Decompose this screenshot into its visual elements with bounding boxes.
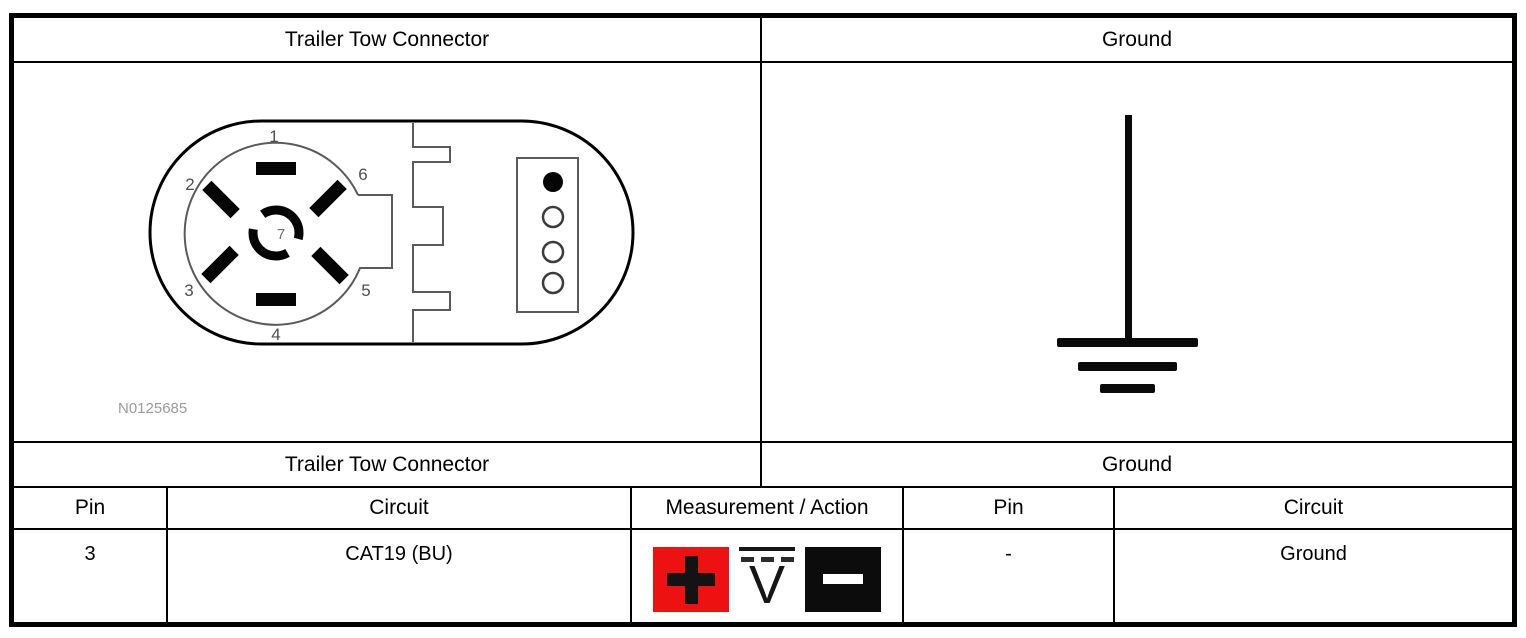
column-header-circuit-right-label: Circuit bbox=[1283, 496, 1344, 519]
circuit-left-value: CAT19 (BU) bbox=[168, 530, 632, 622]
ground-bar-1 bbox=[1057, 338, 1198, 347]
column-header-pin-right-label: Pin bbox=[993, 496, 1024, 519]
measurement-action-value: V bbox=[632, 530, 904, 622]
column-header-pin-right: Pin bbox=[904, 488, 1115, 528]
dc-solid-line bbox=[739, 547, 795, 551]
terminal-cavity-open-3 bbox=[541, 271, 565, 295]
connector-diagram-cell: 1 2 3 4 5 6 7 N0125685 bbox=[14, 63, 762, 441]
column-header-circuit-left-label: Circuit bbox=[369, 496, 429, 519]
terminal-cavity-open-1 bbox=[541, 205, 565, 229]
pin-2-slot bbox=[202, 180, 240, 219]
column-header-pin-left-label: Pin bbox=[74, 496, 106, 519]
top-header-left-label: Trailer Tow Connector bbox=[284, 27, 490, 51]
pin-left-value: 3 bbox=[14, 530, 168, 622]
circuit-right-value: Ground bbox=[1115, 530, 1512, 622]
pin-6-label: 6 bbox=[358, 165, 367, 184]
ground-symbol bbox=[1057, 115, 1198, 393]
column-header-circuit-right: Circuit bbox=[1115, 488, 1512, 528]
minus-icon bbox=[823, 574, 863, 584]
ground-stem bbox=[1125, 115, 1132, 344]
ground-symbol-cell bbox=[762, 63, 1512, 441]
pin-7-label: 7 bbox=[277, 226, 285, 243]
negative-probe-icon bbox=[805, 547, 881, 612]
pin-right-text: - bbox=[1005, 543, 1012, 565]
table-row: 3 CAT19 (BU) V bbox=[14, 530, 1512, 622]
section-header-ground: Ground bbox=[762, 443, 1512, 486]
section-header-left-label: Trailer Tow Connector bbox=[284, 452, 490, 476]
pin-3-label: 3 bbox=[184, 281, 193, 300]
circuit-left-text: CAT19 (BU) bbox=[345, 543, 453, 565]
pin-4-label: 4 bbox=[271, 325, 280, 344]
column-header-row: Pin Circuit Measurement / Action Pin Cir… bbox=[14, 488, 1512, 530]
column-header-measurement-label: Measurement / Action bbox=[665, 496, 869, 519]
section-header-row: Trailer Tow Connector Ground bbox=[14, 443, 1512, 488]
section-header-trailer-tow-connector: Trailer Tow Connector bbox=[14, 443, 762, 486]
column-header-measurement-action: Measurement / Action bbox=[632, 488, 904, 528]
column-header-pin-left: Pin bbox=[14, 488, 168, 528]
pin-7-ring bbox=[248, 205, 304, 261]
circuit-right-text: Ground bbox=[1280, 543, 1347, 565]
ground-bar-3 bbox=[1100, 384, 1155, 393]
top-header-ground: Ground bbox=[762, 18, 1512, 61]
pin-circle-with-keyway bbox=[183, 141, 393, 326]
connector-keyed-divider bbox=[412, 123, 451, 342]
connector-outline bbox=[148, 119, 635, 346]
pin-3-slot bbox=[201, 245, 239, 284]
dc-dashed-line bbox=[740, 557, 794, 562]
figure-code: N0125685 bbox=[118, 400, 187, 417]
section-header-right-label: Ground bbox=[1101, 452, 1173, 476]
top-header-right-label: Ground bbox=[1101, 27, 1173, 51]
positive-probe-icon bbox=[653, 547, 729, 612]
pin-6-slot bbox=[309, 179, 347, 218]
dc-voltmeter-icon: V bbox=[739, 547, 795, 612]
pin-2-label: 2 bbox=[185, 175, 194, 194]
pinpoint-table: Trailer Tow Connector Ground bbox=[9, 13, 1517, 627]
column-header-circuit-left: Circuit bbox=[168, 488, 632, 528]
pin-1-slot bbox=[256, 162, 296, 175]
ground-bar-2 bbox=[1078, 362, 1177, 371]
pin-1-label: 1 bbox=[269, 127, 278, 146]
terminal-cavity-open-2 bbox=[541, 240, 565, 264]
top-header-trailer-tow-connector: Trailer Tow Connector bbox=[14, 18, 762, 61]
pin-4-slot bbox=[256, 293, 296, 306]
diagram-row: 1 2 3 4 5 6 7 N0125685 bbox=[14, 63, 1512, 443]
pin-right-value: - bbox=[904, 530, 1115, 622]
terminal-cavity-filled bbox=[543, 172, 563, 192]
top-header-row: Trailer Tow Connector Ground bbox=[14, 18, 1512, 63]
pin-left-text: 3 bbox=[84, 543, 96, 565]
voltmeter-letter: V bbox=[748, 555, 786, 615]
plus-icon bbox=[685, 556, 698, 604]
trailer-tow-connector-diagram: 1 2 3 4 5 6 7 N0125685 bbox=[118, 119, 635, 417]
terminal-housing bbox=[516, 157, 579, 313]
pin-5-label: 5 bbox=[361, 281, 370, 300]
pin-5-slot bbox=[311, 246, 349, 285]
